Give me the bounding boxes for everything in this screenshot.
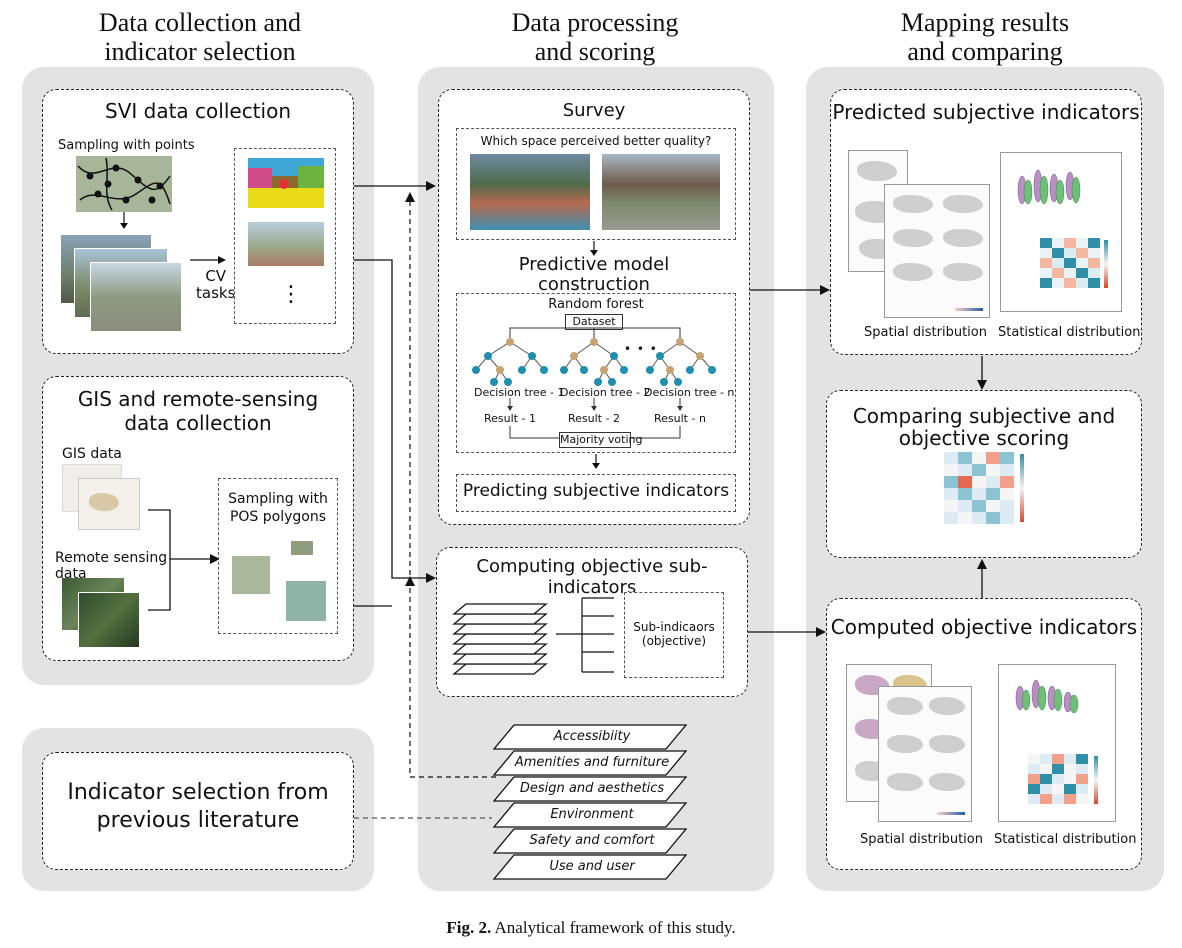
decision-tree-2-label: Decision tree - 2 [560,386,651,399]
column-heading-3: Mapping results and comparing [810,8,1160,66]
layer-stack-icon [452,603,548,675]
objective-sub-indicators-title: Computing objective sub-indicators [476,556,708,598]
column-heading-2: Data processing and scoring [420,8,770,66]
result-n-label: Result - n [654,412,706,425]
survey-title: Survey [562,100,626,121]
literature-title-line1: Indicator selection from [67,780,329,805]
column-heading-2-line1: Data processing [511,8,679,37]
column-heading-3-line2: and comparing [907,37,1063,66]
svi-down-arrow [120,212,128,229]
indicator-use: Use and user [549,859,635,874]
pos-polygons-label: Sampling with POS polygons [222,490,334,526]
cv-tasks-line2: tasks [196,284,236,302]
indicator-accessibility: Accessibiity [553,729,631,744]
indicator-stack [492,724,688,880]
computed-objective-title: Computed objective indicators [830,615,1138,639]
column-heading-1: Data collection and indicator selection [30,8,370,66]
sub-indicators-line1: Sub-indicaors [633,620,715,634]
survey-image-1 [470,154,590,230]
remote-sensing-line1: Remote sensing [55,550,168,566]
sub-indicators-frame [624,592,724,678]
pos-polygon-2 [291,541,313,555]
figure-caption: Fig. 2. Analytical framework of this stu… [0,918,1182,938]
decision-tree-1-label: Decision tree - 1 [474,386,565,399]
gis-collection-title: GIS and remote-sensing data collection [43,387,353,435]
pos-polygon-1 [232,556,270,594]
survey-image-2 [602,154,720,230]
comparing-title-line1: Comparing subjective and [852,404,1116,428]
gis-merge-arrow [148,509,220,611]
predictive-model-title: Predictive model construction [438,255,750,295]
street-view-photo-3 [90,262,182,332]
gis-title-line1: GIS and remote-sensing [77,387,319,411]
dataset-node: Dataset [565,314,623,330]
sampling-points-map [76,156,172,212]
predicted-statistical-label: Statistical distribution [998,325,1141,340]
voting-down-arrow [592,454,600,469]
sub-indicators-label: Sub-indicaors (objective) [624,620,724,648]
predicted-statistical-chart [1000,152,1122,312]
computed-statistical-label: Statistical distribution [994,832,1137,847]
caption-text: Analytical framework of this study. [494,918,736,937]
literature-title-line2: previous literature [96,808,300,833]
pos-polygon-3 [286,581,326,621]
column-heading-1-line1: Data collection and [98,8,302,37]
sub-indicators-line2: (objective) [641,634,707,648]
result-1-label: Result - 1 [484,412,536,425]
computed-spatial-label: Spatial distribution [860,832,983,847]
sub-indicator-branches [556,597,614,673]
sampling-points-label: Sampling with points [58,138,195,153]
column-heading-1-line2: indicator selection [104,37,296,66]
random-forest-diagram [472,327,716,439]
gis-map-2 [78,478,140,530]
predictive-model-line2: construction [538,274,650,295]
detection-image [248,222,324,266]
decision-tree-n-label: Decision tree - n [644,386,735,399]
comparing-title-line2: objective scoring [898,426,1070,450]
gis-data-label: GIS data [62,446,122,462]
computed-map-panel-2 [878,686,972,822]
indicator-design: Design and aesthetics [519,781,665,796]
literature-title: Indicator selection from previous litera… [43,779,353,835]
survey-question: Which space perceived better quality? [480,134,712,148]
cv-arrow [190,256,226,264]
indicator-safety: Safety and comfort [529,833,655,848]
predictive-model-line1: Predictive model [518,254,670,275]
column-heading-3-line1: Mapping results [900,8,1070,37]
caption-label: Fig. 2. [446,918,492,937]
predicting-subjective-label: Predicting subjective indicators [462,481,730,501]
pos-polygons-line1: Sampling with [228,491,328,507]
column-heading-2-line2: and scoring [534,37,656,66]
comparing-title: Comparing subjective and objective scori… [827,405,1141,449]
indicator-environment: Environment [550,807,634,822]
random-forest-label: Random forest [548,297,644,312]
forest-ellipsis: • • • [624,342,658,356]
cv-tasks-label: CV tasks [196,268,235,302]
pos-polygons-line2: POS polygons [229,509,327,525]
comparison-heatmap [944,452,1024,524]
predicting-frame [456,474,736,512]
more-results-ellipsis: ⋮ [280,282,302,307]
majority-voting-node: Majority voting [559,432,643,448]
predicted-spatial-label: Spatial distribution [864,325,987,340]
segmentation-image [248,158,324,208]
predicted-subjective-title: Predicted subjective indicators [832,100,1140,124]
computed-statistical-chart [998,664,1116,822]
survey-down-arrow [590,241,598,256]
result-2-label: Result - 2 [568,412,620,425]
predicted-map-panel-2 [884,184,990,318]
gis-title-line2: data collection [124,411,272,435]
indicator-amenities: Amenities and furniture [514,755,670,770]
cv-tasks-line1: CV [205,267,227,285]
svi-collection-title: SVI data collection [105,99,291,123]
remote-sensing-image-2 [78,592,140,648]
literature-box: Indicator selection from previous litera… [42,752,354,870]
